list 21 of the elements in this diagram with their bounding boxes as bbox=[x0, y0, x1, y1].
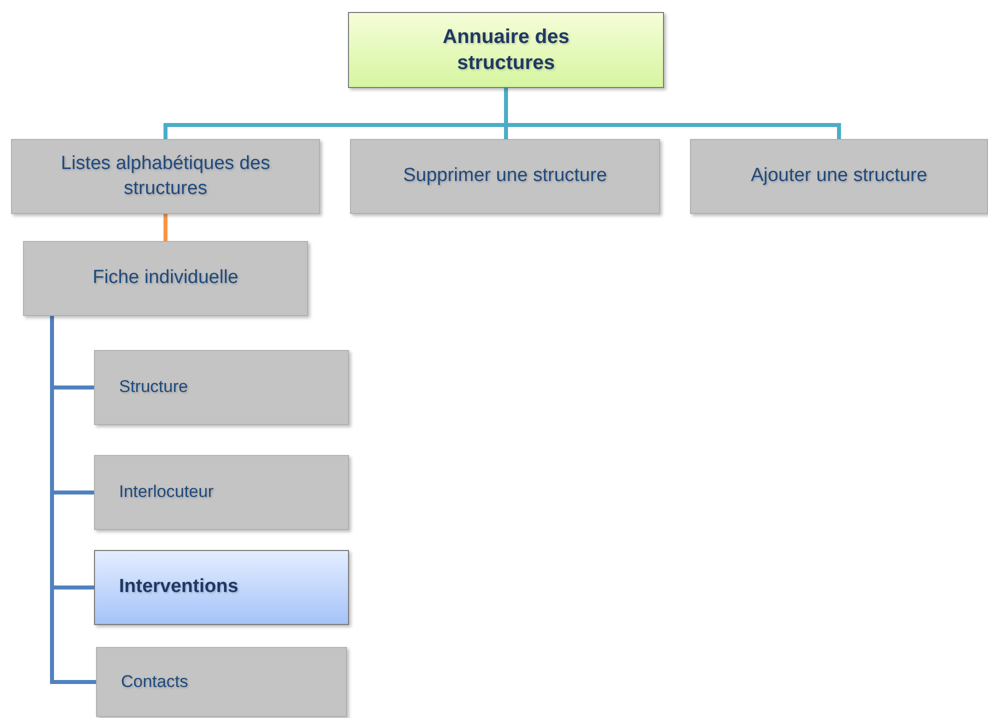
connector-line bbox=[50, 316, 96, 684]
menu-box bbox=[23, 241, 308, 316]
root-box bbox=[348, 12, 664, 88]
box-label: Interventions bbox=[119, 575, 238, 600]
menu-box bbox=[11, 139, 320, 214]
box-label: Fiche individuelle bbox=[92, 266, 238, 290]
box-label: Supprimer une structure bbox=[403, 164, 607, 188]
box-label: Ajouter une structure bbox=[750, 164, 928, 188]
menu-box bbox=[350, 139, 660, 214]
box-label: Contacts bbox=[121, 670, 188, 693]
section-box bbox=[94, 455, 349, 530]
highlighted-section-box bbox=[94, 550, 349, 625]
connector-line bbox=[164, 214, 168, 241]
box-label: Listes alphabétiques des structures bbox=[60, 152, 272, 200]
section-box bbox=[96, 647, 347, 717]
section-box bbox=[94, 350, 349, 425]
box-label: Annuaire des structures bbox=[442, 25, 570, 76]
connector-line bbox=[504, 88, 841, 139]
box-label: Structure bbox=[119, 376, 188, 398]
menu-box bbox=[690, 139, 988, 214]
box-label: Interlocuteur bbox=[119, 481, 214, 504]
